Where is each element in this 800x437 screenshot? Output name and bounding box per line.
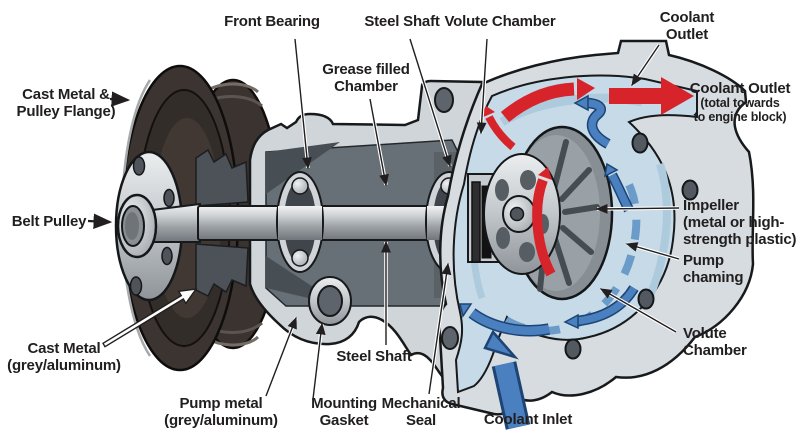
label-cast-metal-pulley-flange: Cast Metal &Pulley Flange) — [16, 86, 116, 120]
label-pump-metal: Pump metal(grey/aluminum) — [164, 395, 278, 429]
label-impeller: Impeller(metal or high-strength plastic) — [683, 197, 797, 248]
label-coolant-inlet: Coolant Inlet — [483, 411, 573, 428]
label-cast-metal-grey: Cast Metal(grey/aluminum) — [7, 340, 121, 374]
label-belt-pulley: Belt Pulley — [11, 213, 87, 230]
label-steel-shaft-bottom: Steel Shaft — [336, 348, 412, 365]
label-front-bearing: Front Bearing — [224, 13, 320, 30]
leader-lines — [87, 38, 680, 400]
coolant-hot-flow-arrow-icons — [481, 78, 595, 277]
pulley-flange-drawing — [114, 150, 201, 302]
front-bearing-drawing — [276, 171, 324, 273]
label-steel-shaft-top: Steel Shaft — [364, 13, 440, 30]
coolant-inlet-arrow-icon — [483, 329, 531, 430]
coolant-outlet-arrow-icon — [609, 77, 694, 115]
label-coolant-outlet-engine: Coolant Outlet (total towards to engine … — [689, 80, 791, 124]
coolant-cool-flow-arrow-icons — [459, 94, 639, 337]
label-volute-chamber-top: Volute Chamber — [444, 13, 556, 30]
